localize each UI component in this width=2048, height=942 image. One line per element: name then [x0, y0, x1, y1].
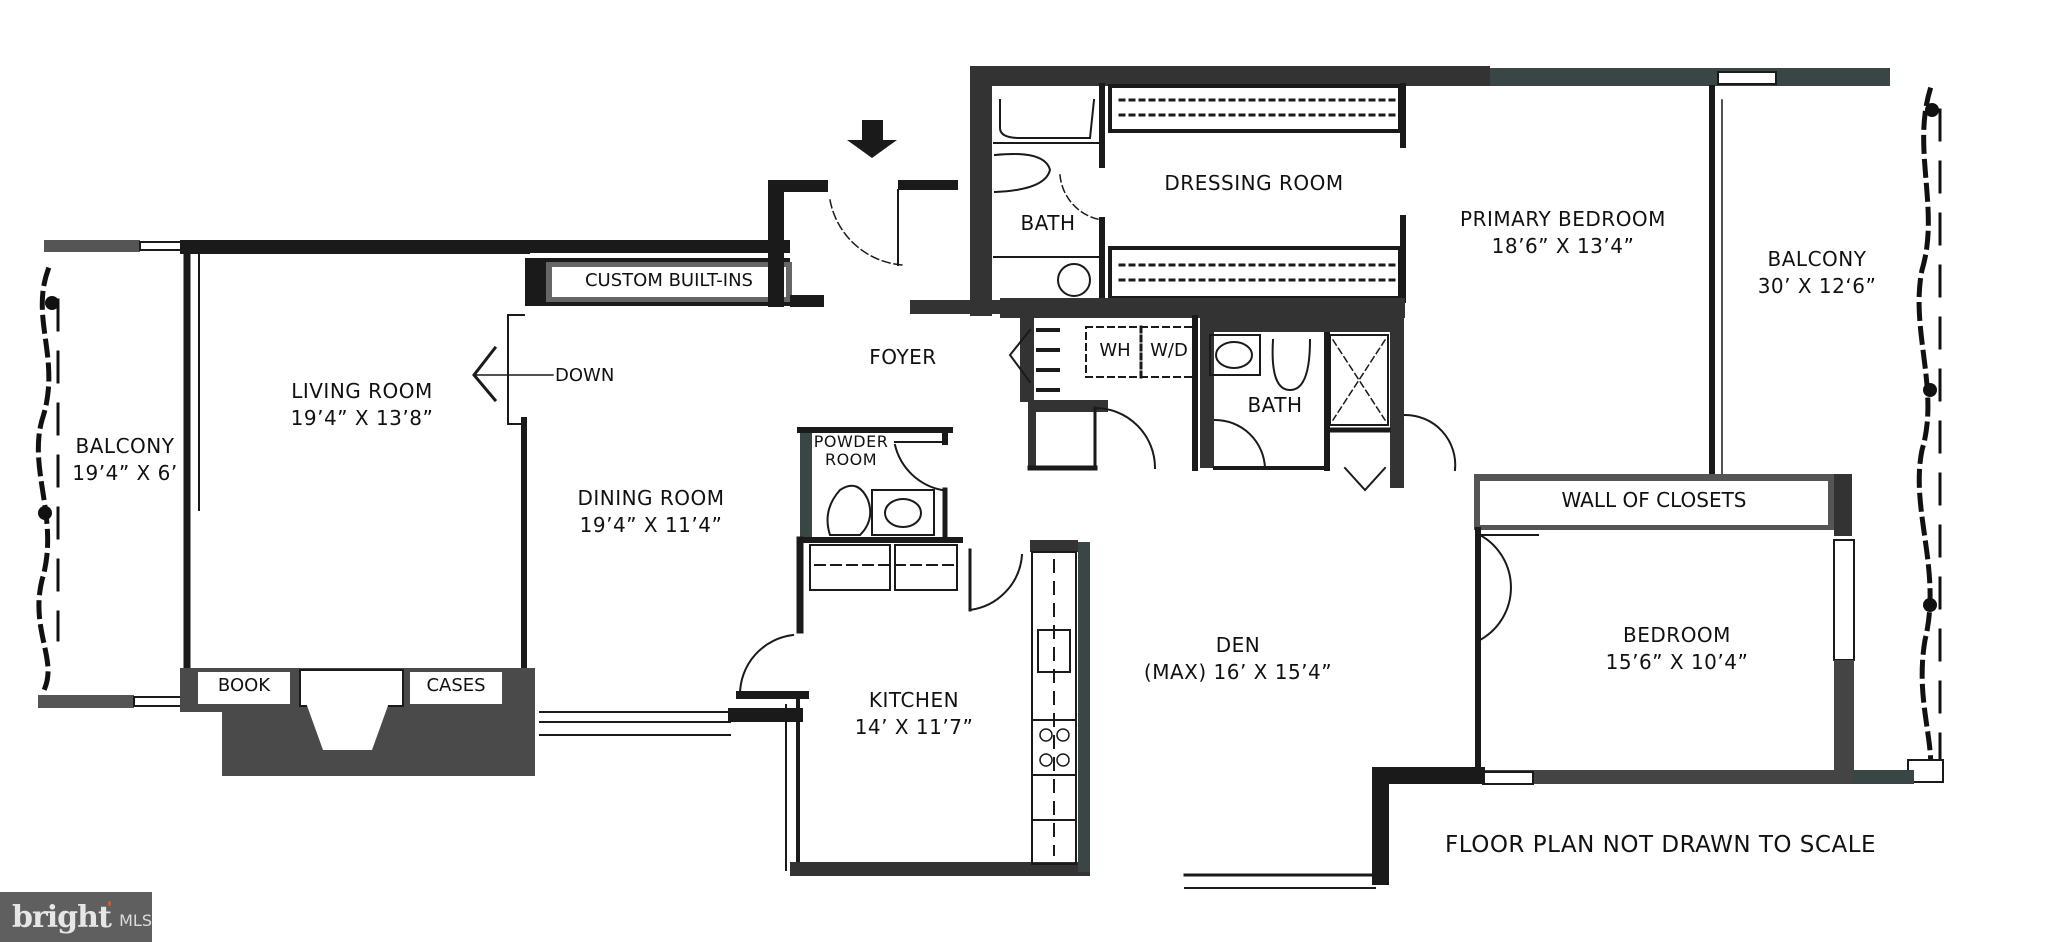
balcony-left-top-rail	[44, 240, 140, 252]
planter-right-decoration	[1916, 86, 1942, 783]
den-label: DEN (MAX) 16’ X 15’4”	[1144, 632, 1332, 686]
kitchen-name: KITCHEN	[868, 688, 960, 712]
hall-bath-name: BATH	[1247, 393, 1303, 417]
balcony-left-name: BALCONY	[75, 434, 175, 458]
powder-room-line1: POWDER	[813, 432, 889, 451]
balcony-right-name: BALCONY	[1767, 247, 1867, 271]
den-name: DEN	[1215, 633, 1261, 657]
entry-arrow-icon	[847, 120, 897, 158]
book-shelf-box	[198, 672, 290, 704]
living-room-dims: 19’4” X 13’8”	[290, 406, 434, 430]
water-heater-label: WH	[1099, 340, 1131, 361]
cases-label: CASES	[426, 675, 486, 696]
watermark-accent-dot	[107, 900, 112, 906]
dressing-room-name: DRESSING ROOM	[1164, 171, 1344, 195]
bedroom-dims: 15’6” X 10’4”	[1605, 650, 1749, 674]
powder-room-line2: ROOM	[824, 450, 878, 470]
balcony-right-dims: 30’ X 12‘6”	[1757, 274, 1877, 298]
stairs-down-arrow	[472, 345, 498, 403]
entry-door-swing	[829, 199, 903, 266]
dining-room-label: DINING ROOM 19’4” X 11’4”	[577, 485, 724, 539]
tub-icon	[999, 98, 1096, 139]
sink-icon	[1057, 263, 1091, 297]
powder-toilet-icon	[826, 484, 872, 536]
cases-shelf-box	[410, 672, 502, 704]
balcony-right-label: BALCONY 30’ X 12‘6”	[1758, 246, 1877, 300]
watermark-brand: bright	[12, 899, 112, 935]
living-room-label: LIVING ROOM 19’4” X 13’8”	[291, 378, 434, 432]
wall-of-closets-box	[1480, 481, 1828, 525]
foyer-label: FOYER	[869, 344, 936, 371]
watermark-suffix: MLS	[119, 910, 152, 930]
balcony-left-bottom-rail	[38, 695, 134, 708]
primary-bedroom-name: PRIMARY BEDROOM	[1460, 207, 1666, 231]
kitchen-counter	[1031, 551, 1077, 865]
den-dims: (MAX) 16’ X 15’4”	[1143, 660, 1333, 684]
dressing-closet-bottom	[1108, 246, 1402, 300]
primary-bath-name: BATH	[1020, 211, 1076, 235]
bedroom-name: BEDROOM	[1623, 623, 1731, 647]
living-room-name: LIVING ROOM	[291, 379, 433, 403]
kitchen-dims: 14’ X 11’7”	[854, 715, 974, 739]
fireplace	[222, 708, 535, 776]
powder-sink-icon	[884, 498, 922, 528]
custom-builtins-label: CUSTOM BUILT-INS	[584, 270, 753, 291]
hall-bath-label: BATH	[1247, 392, 1302, 419]
stairs-down-label: DOWN	[555, 365, 615, 386]
primary-bedroom-label: PRIMARY BEDROOM 18’6” X 13’4”	[1460, 206, 1666, 260]
primary-bath-label: BATH	[1020, 210, 1075, 237]
toilet-icon	[993, 153, 1052, 194]
bedroom-label: BEDROOM 15’6” X 10’4”	[1606, 622, 1749, 676]
dining-room-name: DINING ROOM	[577, 486, 725, 510]
balcony-left-label: BALCONY 19’4” X 6’	[72, 433, 177, 487]
hall-toilet-icon	[1271, 338, 1312, 392]
powder-room-label: POWDER ROOM	[813, 432, 889, 470]
primary-bedroom-dims: 18’6” X 13’4”	[1491, 234, 1635, 258]
custom-builtins-box	[552, 267, 786, 297]
kitchen-label: KITCHEN 14’ X 11’7”	[855, 687, 974, 741]
wall-of-closets-label: WALL OF CLOSETS	[1561, 488, 1747, 512]
washer-dryer-label: W/D	[1150, 340, 1188, 361]
stove-burner-icon	[1039, 728, 1053, 742]
bright-mls-watermark: bright MLS	[0, 892, 152, 942]
foyer-name: FOYER	[869, 345, 937, 369]
planter-left-decoration	[35, 266, 60, 694]
kitchen-sink-icon	[1037, 629, 1071, 673]
scale-disclaimer: FLOOR PLAN NOT DRAWN TO SCALE	[1445, 832, 1877, 858]
dressing-closet-top	[1108, 84, 1402, 133]
balcony-left-dims: 19’4” X 6’	[72, 461, 178, 485]
dressing-room-label: DRESSING ROOM	[1164, 170, 1343, 197]
dining-room-dims: 19’4” X 11’4”	[579, 513, 723, 537]
book-label: BOOK	[217, 675, 271, 696]
